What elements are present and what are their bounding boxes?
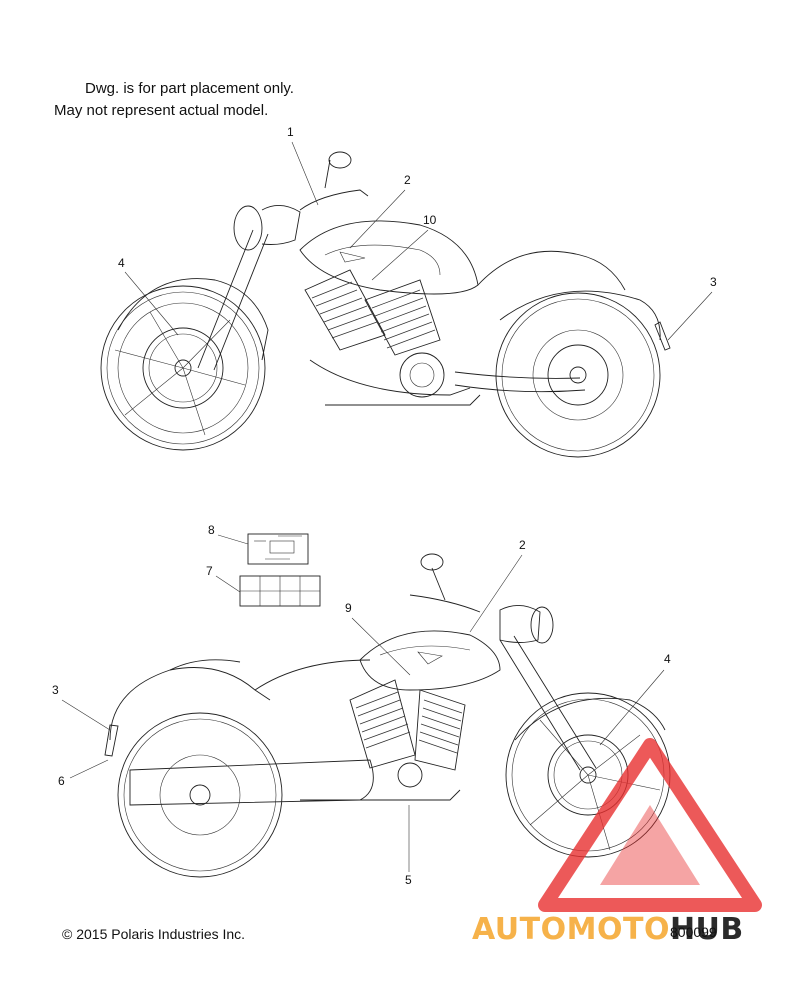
- callout-7: 7: [206, 564, 213, 578]
- placement-note-line1: Dwg. is for part placement only.: [85, 80, 294, 97]
- callout-3-top: 3: [710, 275, 717, 289]
- decal-label-7: [239, 575, 321, 607]
- front-wheel-top: [100, 285, 266, 451]
- callout-4-top: 4: [118, 256, 125, 270]
- engine-top: [304, 269, 481, 406]
- callout-1: 1: [287, 125, 294, 139]
- callouts-bottom: 2 9 4 3 6 5: [52, 538, 671, 887]
- callout-2-top: 2: [404, 173, 411, 187]
- callout-3-bottom: 3: [52, 683, 59, 697]
- callout-8: 8: [208, 523, 215, 537]
- callout-9: 9: [345, 601, 352, 615]
- callout-6: 6: [58, 774, 65, 788]
- rear-wheel-bottom: [117, 712, 283, 878]
- placement-note-line2: May not represent actual model.: [54, 102, 269, 119]
- drawing-number: 800099: [670, 924, 717, 940]
- copyright-text: © 2015 Polaris Industries Inc.: [62, 926, 246, 942]
- front-wheel-bottom: [505, 692, 671, 858]
- rear-wheel-top: [495, 292, 661, 458]
- motorcycle-top-view: [100, 151, 671, 458]
- watermark-text-part1: AUTOMOTO: [472, 912, 670, 947]
- engine-bottom: [300, 679, 466, 801]
- decal-label-8: [247, 533, 309, 565]
- watermark-text-part2: HUB: [669, 912, 744, 947]
- callout-10: 10: [423, 213, 437, 227]
- callout-5: 5: [405, 873, 412, 887]
- callouts-top: 1 2 10 4 3: [118, 125, 717, 341]
- watermark-text: AUTOMOTOHUB: [472, 912, 744, 947]
- callout-2-bottom: 2: [519, 538, 526, 552]
- watermark-logo: [538, 738, 762, 912]
- callout-4-bottom: 4: [664, 652, 671, 666]
- motorcycle-bottom-view: [104, 553, 671, 878]
